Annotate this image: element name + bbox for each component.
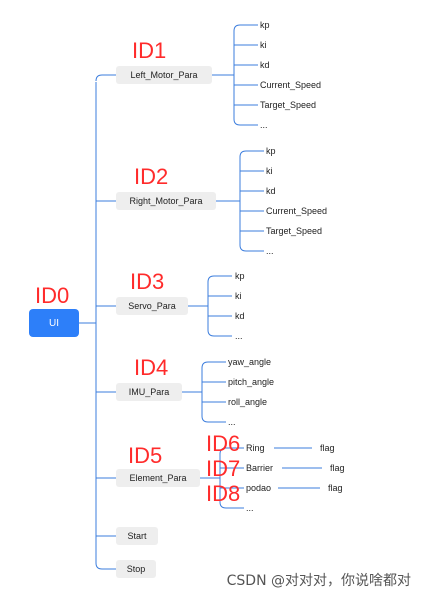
- id-label-root: ID0: [35, 283, 70, 308]
- leaf-right-motor-ki[interactable]: ki: [266, 166, 273, 176]
- connector-branch-6: [95, 562, 116, 570]
- node-label: Left_Motor_Para: [130, 70, 198, 80]
- leaf-imu-pitch-angle[interactable]: pitch_angle: [228, 377, 275, 387]
- connector-fan-spine-0: [233, 24, 258, 126]
- node-label: Right_Motor_Para: [129, 196, 203, 206]
- id-label-right-motor: ID2: [134, 164, 169, 189]
- id-label-ring: ID6: [206, 431, 241, 456]
- leaf-left-motor-ki[interactable]: ki: [260, 40, 267, 50]
- leaf-element-ring[interactable]: Ring: [246, 443, 265, 453]
- root-node-ui[interactable]: UI: [29, 309, 79, 337]
- leaf-right-motor-target-speed[interactable]: Target_Speed: [266, 226, 323, 236]
- leaf-element-podao[interactable]: podao: [246, 483, 272, 493]
- connector-fan-spine-2: [207, 275, 232, 337]
- leaf-servo-kp[interactable]: kp: [235, 271, 245, 281]
- node-label: IMU_Para: [128, 387, 170, 397]
- connector-fan-spine-4: [219, 447, 244, 509]
- leaf-left-motor-target-speed[interactable]: Target_Speed: [260, 100, 317, 110]
- leaf-right-motor-kd[interactable]: kd: [266, 186, 276, 196]
- node-servo-para[interactable]: Servo_Para: [116, 297, 188, 315]
- leaf-right-motor-kp[interactable]: kp: [266, 146, 276, 156]
- leaf-imu-roll-angle[interactable]: roll_angle: [228, 397, 268, 407]
- node-right-motor-para[interactable]: Right_Motor_Para: [116, 192, 216, 210]
- leaf-left-motor-kd[interactable]: kd: [260, 60, 270, 70]
- connector-fan-spine-1: [239, 150, 264, 252]
- node-imu-para[interactable]: IMU_Para: [116, 383, 182, 401]
- leaf-podao-flag[interactable]: flag: [328, 483, 343, 493]
- node-element-para[interactable]: Element_Para: [116, 469, 200, 487]
- id-label-element: ID5: [128, 443, 163, 468]
- id-label-servo: ID3: [130, 269, 165, 294]
- connector-branch-0: [95, 74, 116, 82]
- leaf-barrier-flag[interactable]: flag: [330, 463, 345, 473]
- leaf-ring-flag[interactable]: flag: [320, 443, 335, 453]
- leaf-servo-ki[interactable]: ki: [235, 291, 242, 301]
- id-label-imu: ID4: [134, 355, 169, 380]
- id-label-podao: ID8: [206, 481, 241, 506]
- leaf-left-motor-kp[interactable]: kp: [260, 20, 270, 30]
- node-start[interactable]: Start: [116, 527, 158, 545]
- node-stop[interactable]: Stop: [116, 560, 156, 578]
- connector-fan-spine-3: [201, 361, 226, 423]
- leaf-element-more[interactable]: ...: [246, 503, 254, 513]
- node-label: Stop: [126, 564, 146, 574]
- csdn-watermark: CSDN @对对对，你说啥都对: [226, 573, 411, 589]
- node-label: Servo_Para: [128, 301, 176, 311]
- leaf-imu-yaw-angle[interactable]: yaw_angle: [228, 357, 272, 367]
- leaf-left-motor-more[interactable]: ...: [260, 120, 268, 130]
- leaf-left-motor-current-speed[interactable]: Current_Speed: [260, 80, 322, 90]
- id-label-left-motor: ID1: [132, 38, 167, 63]
- leaf-imu-more[interactable]: ...: [228, 417, 236, 427]
- leaf-element-barrier[interactable]: Barrier: [246, 463, 274, 473]
- root-node-label: UI: [49, 317, 59, 329]
- leaf-right-motor-more[interactable]: ...: [266, 246, 274, 256]
- id-label-barrier: ID7: [206, 456, 241, 481]
- leaf-right-motor-current-speed[interactable]: Current_Speed: [266, 206, 328, 216]
- leaf-servo-more[interactable]: ...: [235, 331, 243, 341]
- node-label: Element_Para: [129, 473, 187, 483]
- leaf-servo-kd[interactable]: kd: [235, 311, 245, 321]
- node-left-motor-para[interactable]: Left_Motor_Para: [116, 66, 212, 84]
- node-label: Start: [127, 531, 147, 541]
